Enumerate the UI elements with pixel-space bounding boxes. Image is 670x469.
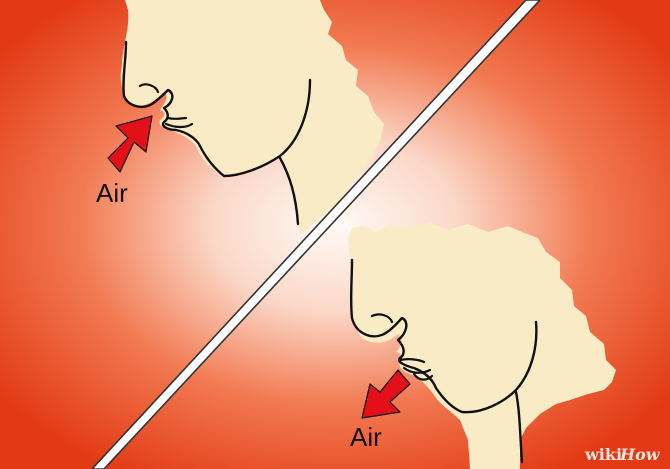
top-face-skin (120, 0, 385, 235)
inhale-arrow (107, 115, 153, 173)
top-face-neck (278, 156, 300, 226)
bottom-face-profile (349, 258, 538, 414)
top-face (120, 0, 385, 235)
bottom-face-nostril (370, 313, 394, 324)
diagonal-divider (91, 0, 541, 469)
top-face-nostril (138, 83, 160, 94)
bottom-face-neck (514, 390, 524, 464)
top-face-profile (122, 40, 312, 178)
bottom-face (348, 222, 616, 469)
watermark-wiki: wiki (584, 445, 622, 464)
wikihow-watermark: wiki How (584, 445, 661, 464)
exhale-air-label: Air (350, 422, 382, 452)
bottom-face-skin (348, 222, 616, 469)
watermark-how: How (619, 445, 661, 464)
inhale-air-label: Air (96, 178, 128, 208)
top-face-lips (164, 116, 194, 129)
bottom-face-lips (398, 358, 434, 381)
exhale-arrow (361, 369, 411, 419)
